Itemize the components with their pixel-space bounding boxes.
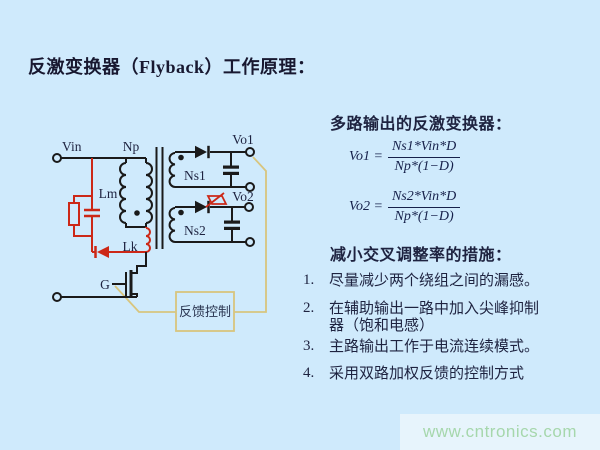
lk-label: Lk xyxy=(123,239,138,254)
transformer-core-icon xyxy=(155,147,164,249)
formula-vo2-numerator: Ns2*Vin*D xyxy=(387,189,461,208)
snubber-rcd-icon xyxy=(68,158,100,252)
np-label: Np xyxy=(123,139,140,154)
feedback-box: 反馈控制 xyxy=(175,291,235,332)
feedback-path xyxy=(114,156,267,313)
ns1-label: Ns1 xyxy=(184,168,206,183)
multi-output-heading: 多路输出的反激变换器： xyxy=(330,116,512,133)
measure-item-1: 1. 尽量减少两个绕组之间的漏感。 xyxy=(303,272,541,289)
circuit-terminals xyxy=(52,147,255,302)
formula-vo1-fraction: Ns1*Vin*D Np*(1−D) xyxy=(387,139,461,175)
measure-item-4: 4. 采用双路加权反馈的控制方式 xyxy=(303,365,541,382)
vin-label: Vin xyxy=(62,139,82,154)
measure-item-3: 3. 主路输出工作于电流连续模式。 xyxy=(303,338,541,355)
saturable-inductor-icon xyxy=(205,192,228,208)
ns2-polarity-dot xyxy=(178,209,184,216)
formula-vo1: Vo1 = Ns1*Vin*D Np*(1−D) xyxy=(349,139,461,175)
output-diode-1-icon xyxy=(195,145,210,159)
formula-vo2-fraction: Ns2*Vin*D Np*(1−D) xyxy=(387,189,461,225)
secondary-winding-2 xyxy=(168,206,246,243)
formula-vo1-lhs: Vo1 = xyxy=(349,149,383,165)
input-rails xyxy=(61,157,146,298)
measure-text: 尽量减少两个绕组之间的漏感。 xyxy=(329,272,540,289)
output-diode-2-icon xyxy=(195,200,210,214)
measure-text: 主路输出工作于电流连续模式。 xyxy=(329,338,540,355)
formula-vo2-lhs: Vo2 = xyxy=(349,199,383,215)
measure-number: 2. xyxy=(303,300,315,316)
measures-heading: 减小交叉调整率的措施： xyxy=(330,247,512,264)
watermark-box: www.cntronics.com xyxy=(400,414,600,450)
vo1-label: Vo1 xyxy=(232,132,254,147)
output-capacitor-2-icon xyxy=(224,207,240,242)
ns2-label: Ns2 xyxy=(184,223,206,238)
ns1-polarity-dot xyxy=(178,154,184,161)
primary-winding xyxy=(119,158,153,228)
formula-vo1-numerator: Ns1*Vin*D xyxy=(387,139,461,158)
output-capacitor-1-icon xyxy=(223,152,239,187)
formula-vo2-denominator: Np*(1−D) xyxy=(394,208,454,224)
measure-number: 3. xyxy=(303,338,315,354)
mosfet-symbol xyxy=(112,252,147,298)
gate-label: G xyxy=(100,277,110,292)
primary-polarity-dot xyxy=(134,210,140,216)
feedback-box-label: 反馈控制 xyxy=(179,304,231,319)
vo2-label: Vo2 xyxy=(232,189,254,204)
measure-text: 采用双路加权反馈的控制方式 xyxy=(329,365,525,382)
watermark-text: www.cntronics.com xyxy=(423,422,577,441)
lm-label: Lm xyxy=(99,186,118,201)
measure-text: 在辅助输出一路中加入尖峰抑制器（饱和电感） xyxy=(329,300,540,335)
measure-number: 1. xyxy=(303,272,315,288)
formula-vo1-denominator: Np*(1−D) xyxy=(394,158,454,174)
measure-number: 4. xyxy=(303,365,315,381)
page-title: 反激变换器（Flyback）工作原理： xyxy=(28,57,316,77)
secondary-winding-1 xyxy=(168,151,246,188)
measure-item-2: 2. 在辅助输出一路中加入尖峰抑制器（饱和电感） xyxy=(303,300,541,335)
formula-vo2: Vo2 = Ns2*Vin*D Np*(1−D) xyxy=(349,189,461,225)
clamp-diode-icon xyxy=(92,246,146,258)
leakage-inductor-icon xyxy=(145,227,151,253)
